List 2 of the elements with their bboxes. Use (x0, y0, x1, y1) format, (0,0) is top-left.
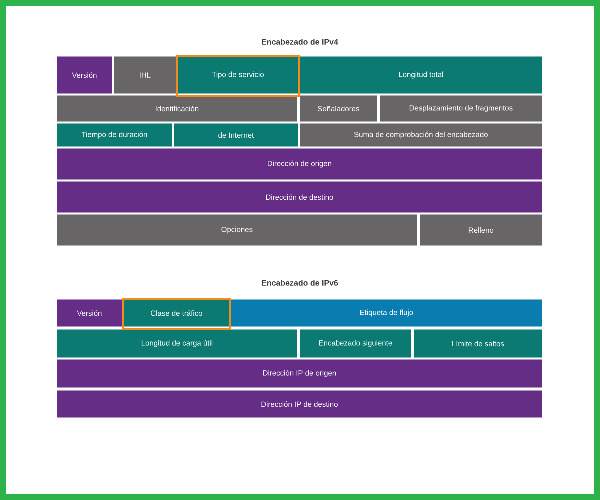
table-heading: Encabezado de IPv4 (262, 39, 338, 45)
table-heading: Encabezado de IPv6 (262, 280, 338, 286)
